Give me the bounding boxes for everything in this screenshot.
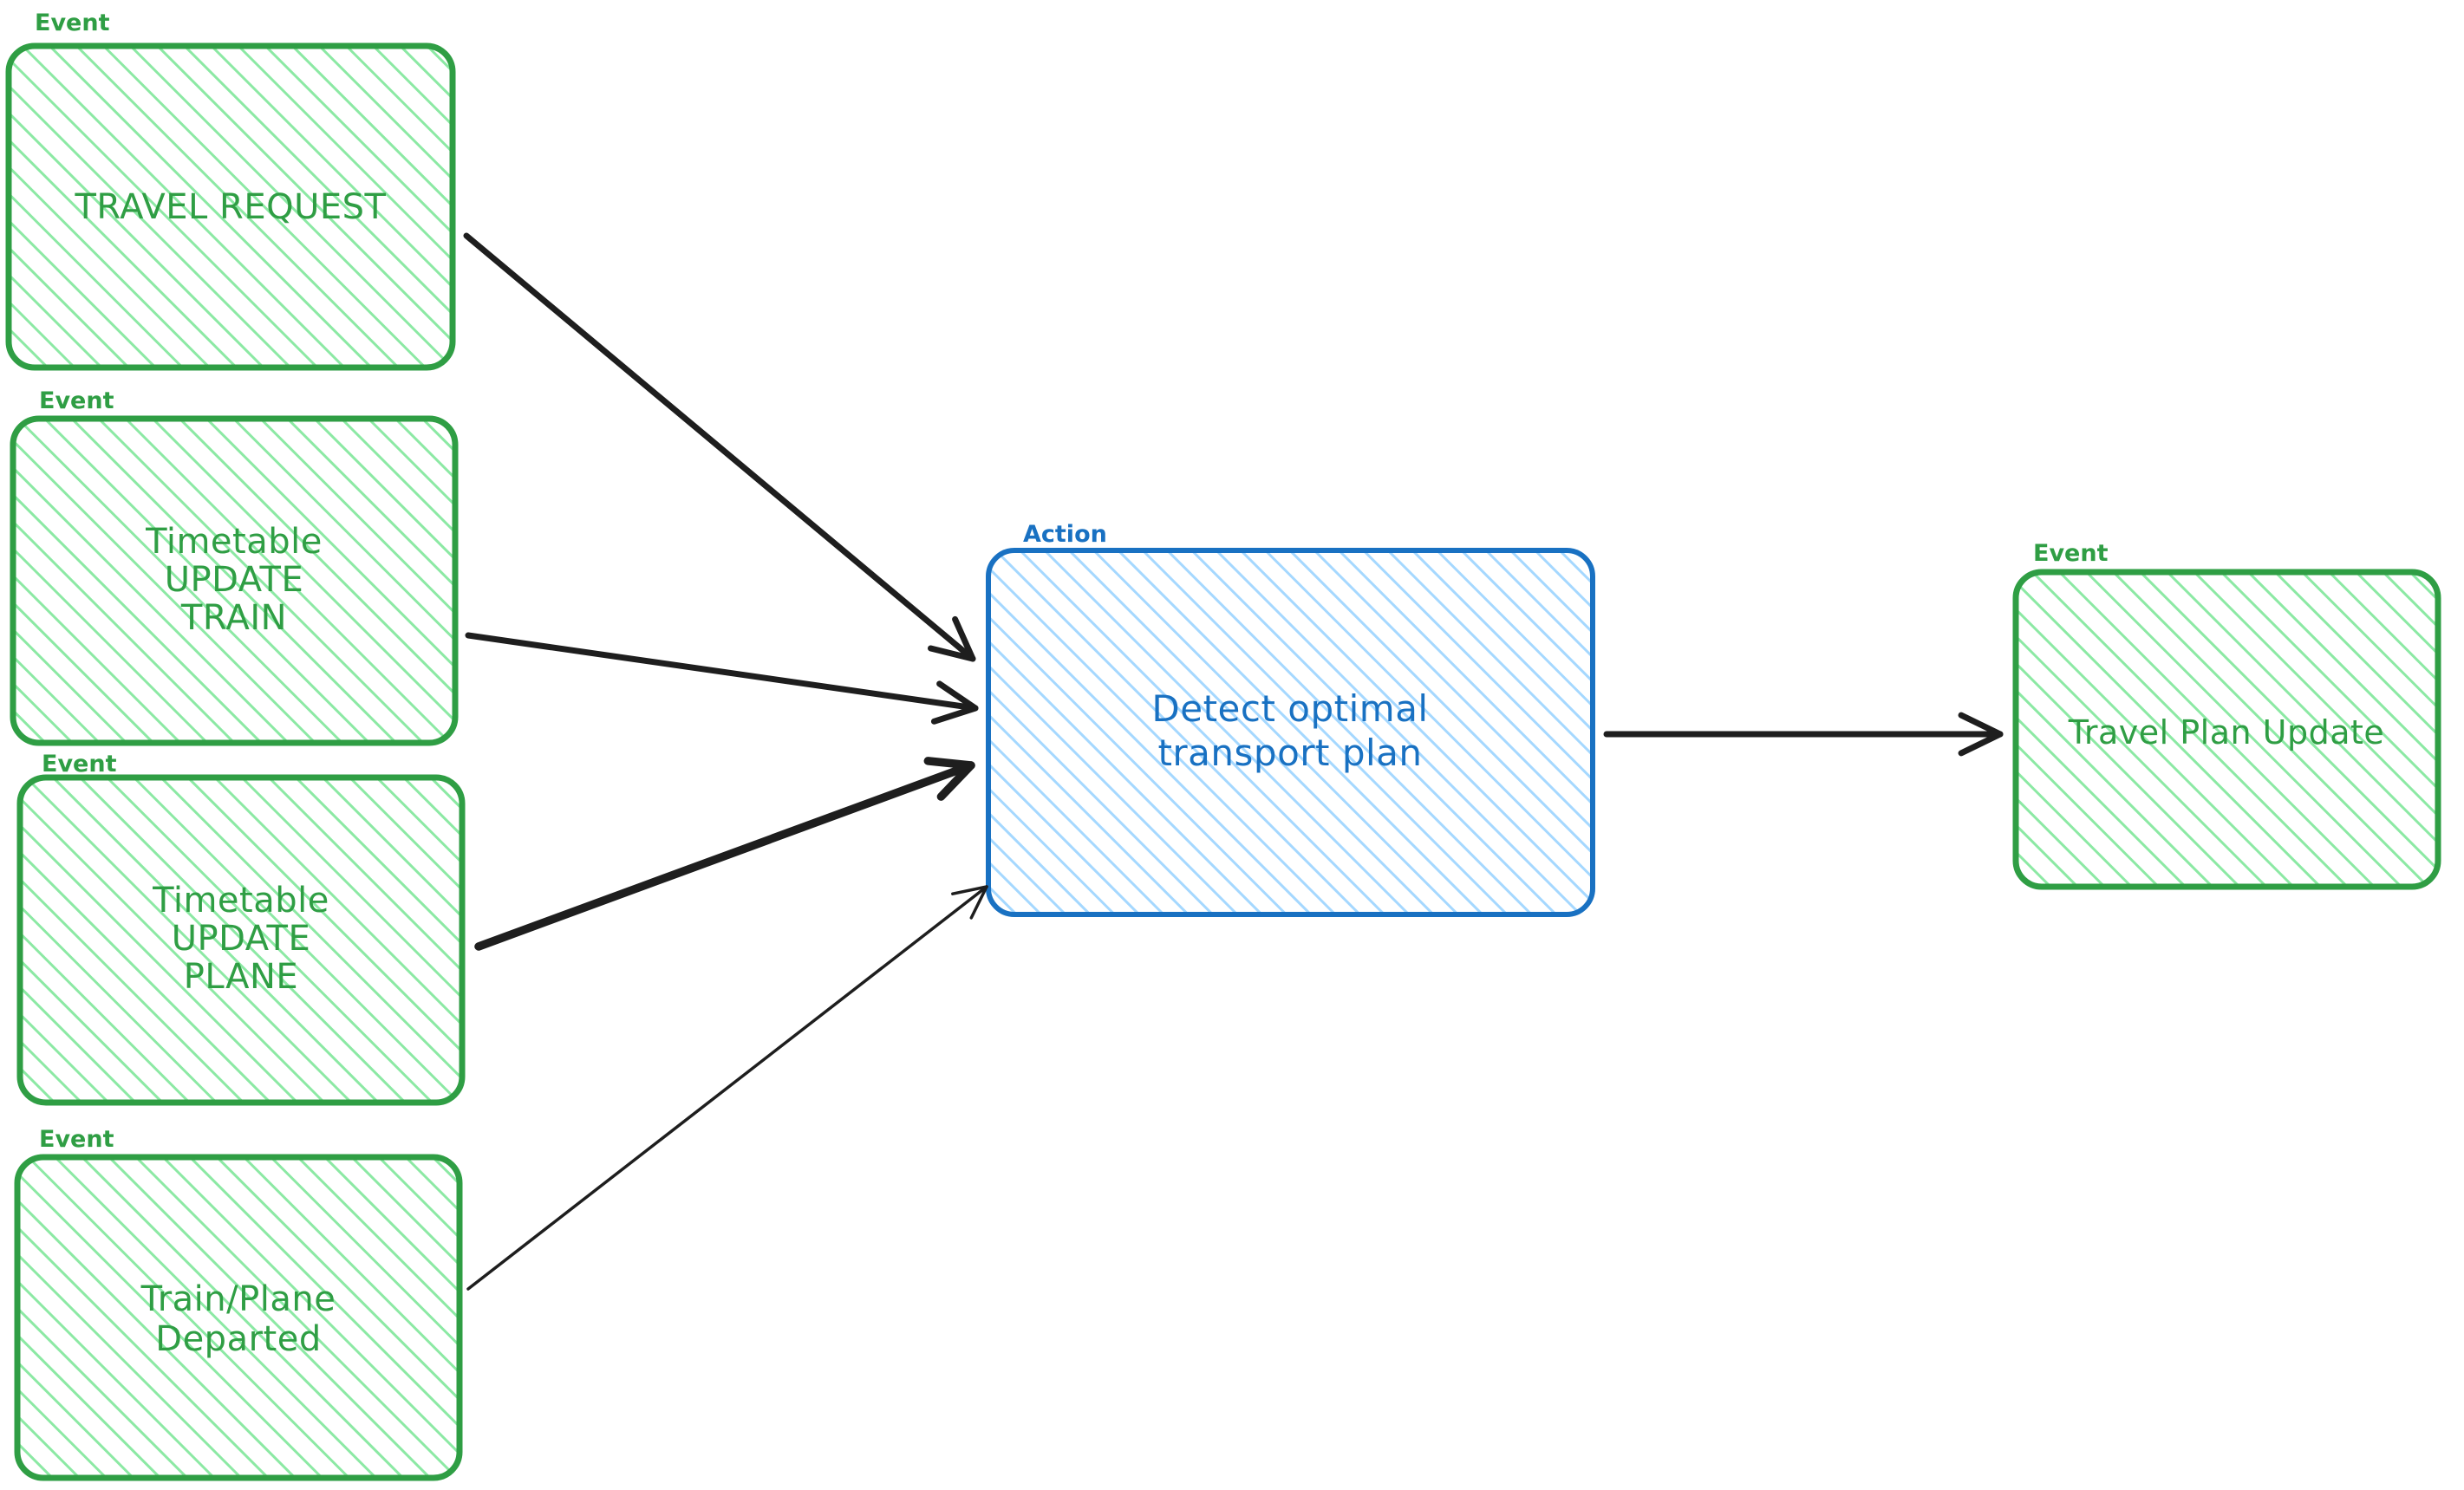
node-text-line: Train/Plane <box>140 1279 336 1319</box>
node-text-line: transport plan <box>1157 732 1422 774</box>
node-kind-label: Event <box>2033 540 2109 567</box>
node-detect-optimal-transport-plan: Action Detect optimal transport plan <box>986 521 1595 917</box>
node-travel-plan-update: Event Travel Plan Update <box>2012 540 2441 890</box>
node-text-line: Detect optimal <box>1151 687 1428 730</box>
node-text-line: UPDATE <box>165 560 303 600</box>
node-text-line: PLANE <box>184 957 298 997</box>
arrow-timetable-plane-to-action <box>474 757 975 951</box>
node-text-line: TRAIN <box>180 598 287 638</box>
node-text-line: Timetable <box>152 881 329 921</box>
node-kind-label: Event <box>42 751 117 778</box>
event-box-travel-plan-update <box>2012 569 2441 890</box>
node-kind-label: Action <box>1023 521 1107 548</box>
arrow-timetable-train-to-action <box>465 632 979 725</box>
node-text-line: UPDATE <box>172 919 310 959</box>
node-train-plane-departed: Event Train/Plane Departed <box>14 1126 463 1481</box>
event-box-train-plane-departed <box>14 1154 463 1481</box>
event-box-timetable-update-plane <box>16 774 466 1106</box>
event-box-timetable-update-train <box>10 415 459 746</box>
arrow-train-plane-departed-to-action <box>466 885 988 1291</box>
node-text-line: Travel Plan Update <box>2068 713 2385 752</box>
node-travel-request: Event TRAVEL REQUEST <box>5 10 456 371</box>
action-box-detect-optimal-transport-plan <box>986 548 1595 917</box>
node-text-line: Timetable <box>145 522 323 562</box>
event-box-travel-request <box>5 42 456 371</box>
arrow-travel-request-to-action <box>463 232 976 662</box>
arrow-action-to-travel-plan-update <box>1603 712 2004 757</box>
node-kind-label: Event <box>35 10 110 36</box>
node-kind-label: Event <box>39 387 114 414</box>
node-kind-label: Event <box>39 1126 114 1153</box>
node-text-line: TRAVEL REQUEST <box>75 187 387 227</box>
node-timetable-update-train: Event Timetable UPDATE TRAIN <box>10 387 459 746</box>
node-text-line: Departed <box>155 1319 321 1359</box>
node-timetable-update-plane: Event Timetable UPDATE PLANE <box>16 751 466 1106</box>
